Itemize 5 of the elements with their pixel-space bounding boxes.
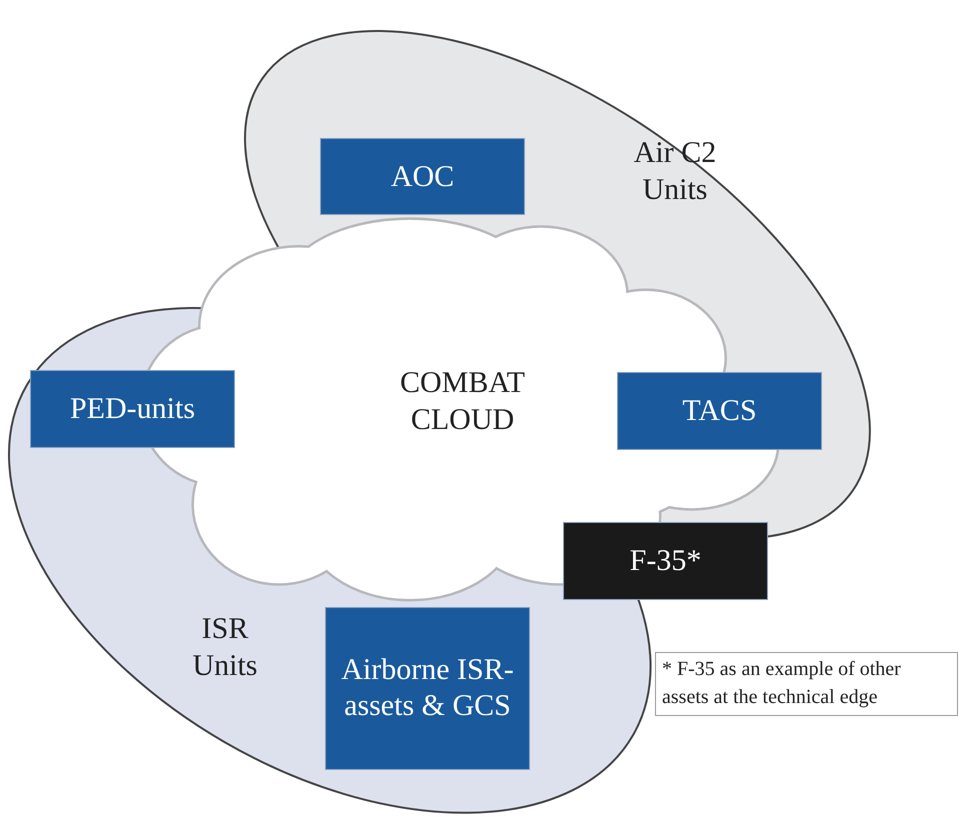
footnote-box: * F-35 as an example of other assets at the technical edge [655,652,958,716]
region-label: ISR Units [191,610,258,684]
unit-box: Airborne ISR-assets & GCS [324,606,530,770]
region-label: Air C2 Units [632,134,718,208]
cloud-label: COMBAT CLOUD [398,364,526,438]
